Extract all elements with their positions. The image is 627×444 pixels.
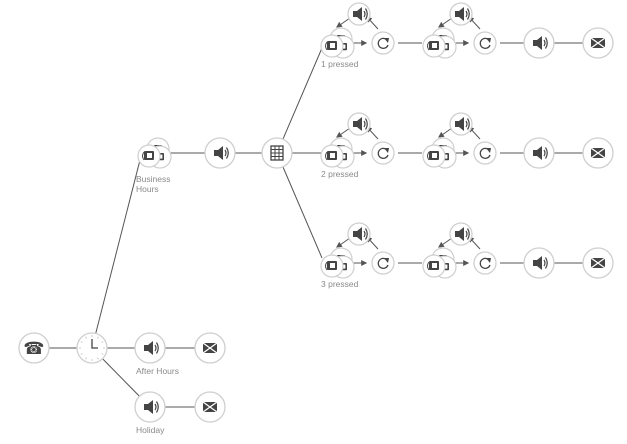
repeat-icon [377, 257, 389, 269]
branch-3-voicemail-node[interactable] [582, 247, 614, 279]
business-hours-ring-group[interactable] [137, 137, 172, 169]
clock-icon [79, 335, 105, 361]
desk-phone-node [422, 254, 446, 278]
branch-3-ring-group-2[interactable] [422, 247, 457, 279]
mail-icon [590, 147, 606, 159]
repeat-icon [479, 37, 491, 49]
speaker-icon [144, 400, 159, 414]
repeat-icon [377, 147, 389, 159]
incoming-call-node-circle [18, 332, 50, 364]
branch-2-hold-announcement-2[interactable] [449, 112, 473, 136]
ivr-menu-node[interactable] [261, 137, 293, 169]
desk-phone-icon [325, 41, 337, 51]
speaker-icon [455, 227, 470, 241]
branch-1-retry-2-circle [473, 31, 497, 55]
speaker-icon [533, 256, 548, 270]
branch-3-retry-2[interactable] [473, 251, 497, 275]
flow-connector [276, 152, 323, 259]
speaker-icon [353, 117, 368, 131]
label-1-pressed: 1 pressed [321, 59, 359, 69]
incoming-call-node[interactable]: ☎ [18, 332, 50, 364]
mail-icon [590, 257, 606, 269]
desk-phone-icon [142, 151, 154, 161]
speaker-icon [144, 341, 159, 355]
label-3-pressed: 3 pressed [321, 279, 359, 289]
after-hours-announcement-node[interactable] [134, 332, 166, 364]
desk-phone-node [320, 254, 344, 278]
label-after-hours: After Hours [136, 366, 179, 376]
branch-1-retry-1-circle [371, 31, 395, 55]
desk-phone-node [422, 144, 446, 168]
svg-text:☎: ☎ [23, 339, 44, 359]
desk-phone-icon [427, 41, 439, 51]
desk-phone-node [320, 144, 344, 168]
branch-2-voicemail-node[interactable] [582, 137, 614, 169]
branch-1-retry-2[interactable] [473, 31, 497, 55]
speaker-icon [353, 7, 368, 21]
branch-3-hold-announcement-1[interactable] [347, 222, 371, 246]
branch-3-retry-2-circle [473, 251, 497, 275]
branch-2-ring-group-2[interactable] [422, 137, 457, 169]
mail-icon [590, 37, 606, 49]
branch-2-retry-1-circle [371, 141, 395, 165]
speaker-icon [533, 146, 548, 160]
speaker-icon [533, 36, 548, 50]
speaker-icon [455, 7, 470, 21]
flow-arrow [438, 17, 453, 28]
label-2-pressed: 2 pressed [321, 169, 359, 179]
repeat-icon [479, 147, 491, 159]
desk-phone-icon [427, 261, 439, 271]
branch-1-retry-1[interactable] [371, 31, 395, 55]
business-hours-announcement-node[interactable] [204, 137, 236, 169]
speaker-icon [353, 227, 368, 241]
branch-3-ring-group-1[interactable] [320, 247, 355, 279]
desk-phone-icon [427, 151, 439, 161]
flow-connector [276, 47, 323, 154]
mail-icon [202, 342, 218, 354]
flow-arrow [336, 17, 351, 28]
speaker-icon [455, 117, 470, 131]
branch-1-hold-announcement-1[interactable] [347, 2, 371, 26]
speaker-icon [214, 146, 229, 160]
branch-1-ring-group-1[interactable] [320, 27, 355, 59]
time-condition-node[interactable] [76, 332, 108, 364]
flow-arrow [438, 237, 453, 248]
flow-arrow [336, 237, 351, 248]
branch-3-retry-1[interactable] [371, 251, 395, 275]
branch-3-hold-announcement-2[interactable] [449, 222, 473, 246]
branch-1-announcement-node[interactable] [523, 27, 555, 59]
branch-2-retry-2[interactable] [473, 141, 497, 165]
desk-phone-icon [325, 151, 337, 161]
branch-2-ring-group-1[interactable] [320, 137, 355, 169]
holiday-voicemail-node[interactable] [194, 391, 226, 423]
label-holiday: Holiday [136, 425, 165, 435]
branch-1-hold-announcement-2[interactable] [449, 2, 473, 26]
branch-3-announcement-node[interactable] [523, 247, 555, 279]
desk-phone-node [320, 34, 344, 58]
desk-phone-node [137, 144, 161, 168]
branch-2-retry-1[interactable] [371, 141, 395, 165]
branch-2-announcement-node[interactable] [523, 137, 555, 169]
repeat-icon [377, 37, 389, 49]
flow-arrow [438, 127, 453, 138]
holiday-announcement-node[interactable] [134, 391, 166, 423]
keypad-icon [270, 145, 284, 161]
branch-1-voicemail-node[interactable] [582, 27, 614, 59]
after-hours-voicemail-node[interactable] [194, 332, 226, 364]
desk-phone-node [422, 34, 446, 58]
branch-1-ring-group-2[interactable] [422, 27, 457, 59]
mail-icon [202, 401, 218, 413]
flow-connector [91, 159, 141, 349]
phone-icon: ☎ [23, 339, 44, 359]
label-business-hours: Business Hours [136, 174, 171, 194]
branch-3-retry-1-circle [371, 251, 395, 275]
branch-2-retry-2-circle [473, 141, 497, 165]
branch-2-hold-announcement-1[interactable] [347, 112, 371, 136]
flow-arrow [336, 127, 351, 138]
repeat-icon [479, 257, 491, 269]
desk-phone-icon [325, 261, 337, 271]
